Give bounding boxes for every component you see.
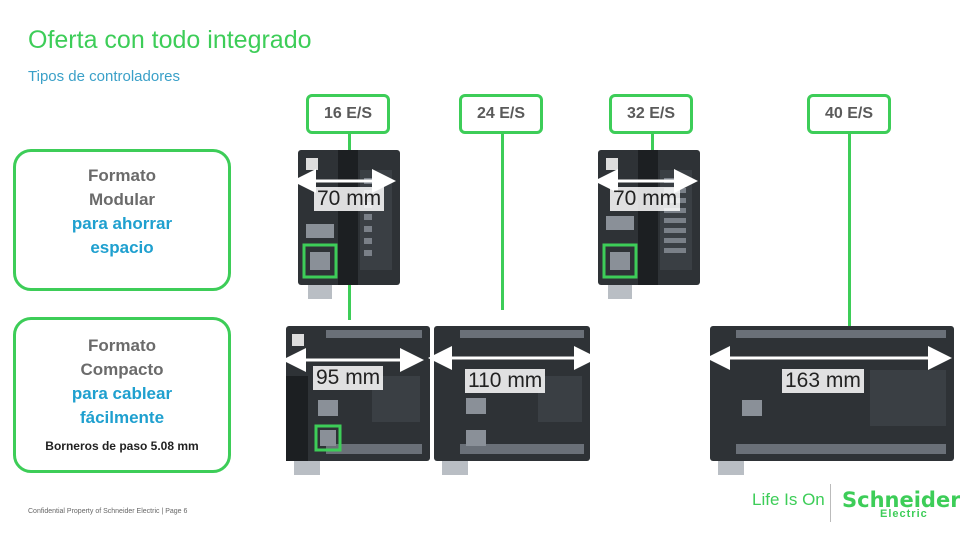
dimension-label-c24: 110 mm	[465, 369, 546, 393]
page-title: Oferta con todo integrado	[28, 26, 312, 54]
io-tag-40: 40 E/S	[807, 94, 891, 134]
connector-line-40	[848, 130, 851, 330]
dimension-label-c40: 163 mm	[782, 369, 864, 393]
format-compacto-note: Borneros de paso 5.08 mm	[45, 439, 199, 453]
logo-separator	[830, 484, 831, 522]
dimension-label-c16: 95 mm	[313, 366, 384, 390]
footer-confidential: Confidential Property of Schneider Elect…	[28, 508, 188, 515]
format-compacto-benefit-2: fácilmente	[79, 408, 165, 427]
io-tag-24: 24 E/S	[459, 94, 543, 134]
connector-line-32	[651, 130, 654, 160]
io-tag-16: 16 E/S	[306, 94, 390, 134]
format-modular-label: Formato	[88, 166, 156, 185]
format-compacto-box: Formato Compacto para cablear fácilmente…	[13, 317, 231, 473]
life-is-on-tagline: Life Is On	[752, 490, 825, 509]
format-compacto-type: Compacto	[80, 360, 164, 379]
format-modular-type: Modular	[88, 190, 156, 209]
page-subtitle: Tipos de controladores	[28, 68, 181, 85]
dimension-label-m16: 70 mm	[314, 187, 385, 211]
format-modular-benefit-2: espacio	[90, 238, 154, 257]
schneider-logo-name: Schneider	[842, 488, 960, 512]
connector-line-24	[501, 130, 504, 310]
dimension-label-m32: 70 mm	[610, 187, 681, 211]
format-modular-benefit: para ahorrar	[71, 214, 173, 233]
schneider-logo-sub: Electric	[880, 508, 928, 520]
io-tag-32: 32 E/S	[609, 94, 693, 134]
format-compacto-benefit: para cablear	[71, 384, 173, 403]
format-compacto-label: Formato	[88, 336, 156, 355]
format-modular-box: Formato Modular para ahorrar espacio	[13, 149, 231, 291]
